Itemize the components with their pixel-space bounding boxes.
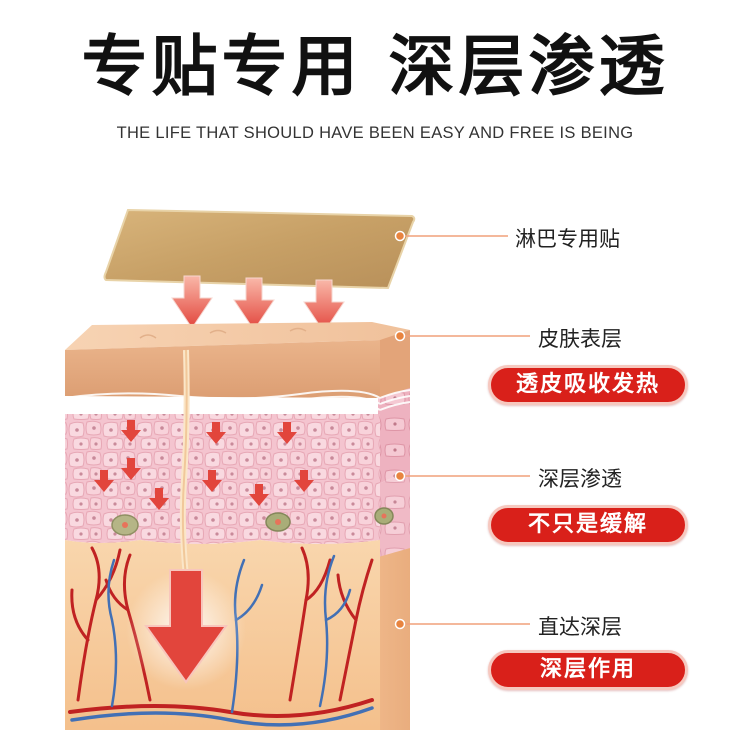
callout-deep-badge: 不只是缓解 (488, 505, 688, 545)
callout-dots (394, 230, 406, 630)
penetration-arrows (171, 275, 345, 333)
callout-skin-label: 皮肤表层 (538, 327, 622, 351)
hair-shaft (179, 349, 193, 611)
callout-patch-label: 淋巴专用贴 (515, 227, 620, 251)
skin-surface-layer (65, 322, 410, 398)
callout-deep-label: 深层渗透 (538, 467, 622, 491)
cell-layer (65, 414, 394, 544)
callout-skin-badge: 透皮吸收发热 (488, 365, 688, 405)
epidermis-fibers (64, 389, 411, 412)
deep-penetration-arrow (126, 569, 246, 690)
arteries (68, 546, 374, 718)
lymph-patch (103, 208, 416, 290)
cell-layer-arrows (94, 420, 314, 510)
callout-leaders (400, 235, 530, 625)
callout-direct-label: 直达深层 (538, 615, 622, 639)
page-title: 专贴专用 深层渗透 (81, 28, 669, 105)
page-subtitle: THE LIFE THAT SHOULD HAVE BEEN EASY AND … (116, 124, 634, 142)
callout-direct-badge: 深层作用 (488, 650, 688, 690)
